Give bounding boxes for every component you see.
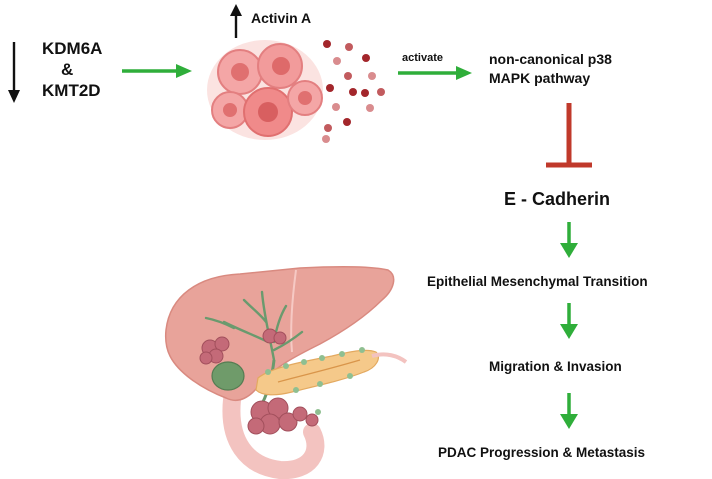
activate-label: activate [402, 52, 443, 64]
activation-arrow-genes-to-cells [122, 64, 192, 78]
downregulation-arrow [8, 42, 20, 103]
flow-arrow-1 [560, 222, 578, 258]
emt-label: Epithelial Mesenchymal Transition [427, 274, 648, 289]
e-cadherin-label: E - Cadherin [504, 189, 611, 209]
migration-invasion-label: Migration & Invasion [489, 359, 622, 374]
gene-label-kdm6a: KDM6A [42, 39, 103, 58]
pdac-progression-label: PDAC Progression & Metastasis [438, 445, 646, 460]
flow-arrow-3 [560, 393, 578, 429]
activation-arrow-to-pathway [398, 66, 472, 80]
cancer-cell-cluster [207, 40, 323, 140]
activin-particles [322, 40, 385, 143]
liver-pancreas-illustration [164, 265, 408, 479]
activin-a-label: Activin A [251, 10, 312, 26]
pathway-label-line2: MAPK pathway [489, 70, 591, 86]
gene-label-ampersand: & [61, 60, 74, 79]
inhibition-symbol [546, 103, 592, 168]
flow-arrow-2 [560, 303, 578, 339]
pathway-label-line1: non-canonical p38 [489, 51, 612, 67]
gene-label-kmt2d: KMT2D [42, 81, 101, 100]
upregulation-arrow [230, 4, 242, 38]
